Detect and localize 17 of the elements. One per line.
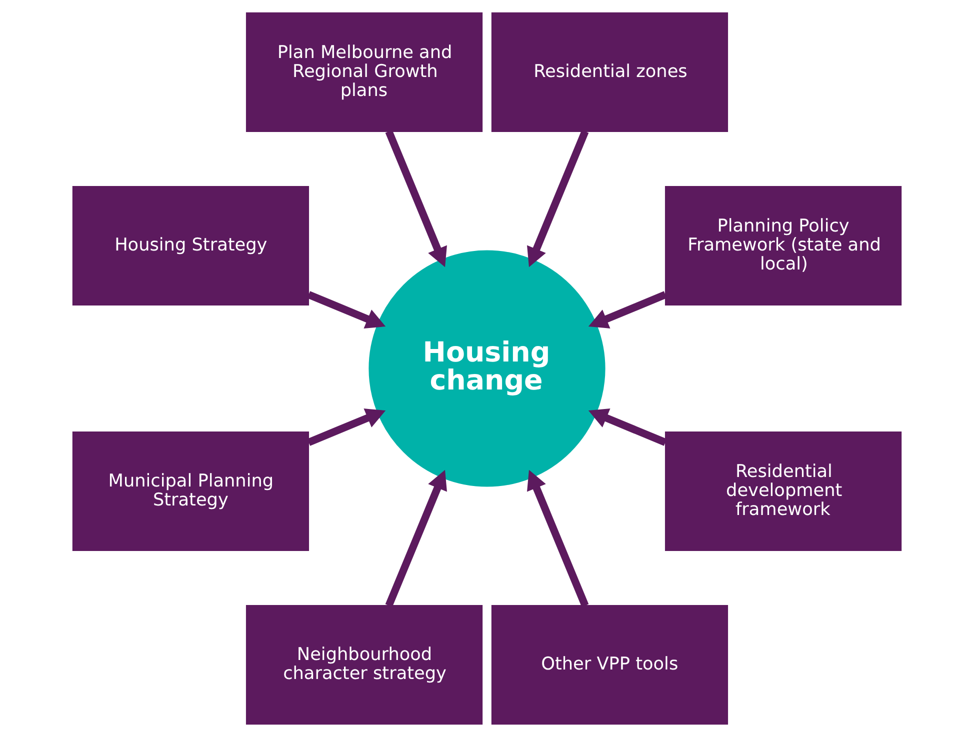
node-box: Residential development framework [664,431,902,551]
node-circle: Housing change [368,250,605,487]
node-box: Housing Strategy [72,186,309,306]
arrow [384,130,446,268]
arrow [384,470,446,607]
node-box: Municipal Planning Strategy [72,431,309,551]
arrow [306,408,386,446]
node-box: Plan Melbourne and Regional Growth plans [245,12,482,132]
arrow [588,408,666,446]
node-box: Residential zones [490,12,728,132]
arrow [526,470,588,607]
node-box: Planning Policy Framework (state and local) [664,186,902,306]
arrow [588,291,666,328]
arrow [306,291,386,328]
arrow [526,130,588,268]
node-box: Neighbourhood character strategy [245,605,482,725]
node-box: Other VPP tools [490,605,728,725]
